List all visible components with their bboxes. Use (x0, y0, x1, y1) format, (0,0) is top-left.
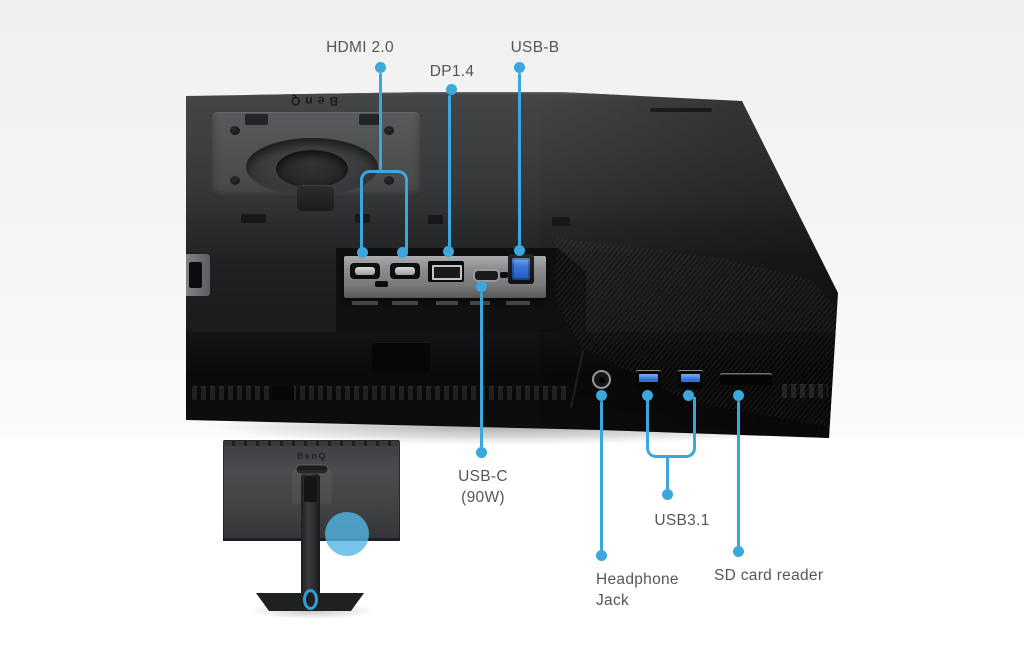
usb-c-port (473, 269, 500, 282)
usb-c-callout-line (480, 292, 483, 448)
vent-ribs-right (782, 384, 828, 398)
monitor-top-edge (186, 92, 742, 95)
vent-rib-gap (272, 386, 294, 400)
usb31-port1-dot (642, 390, 653, 401)
port-label-engraving (436, 301, 458, 305)
monitor-bottom-band (186, 332, 838, 438)
vesa-screw-hole (230, 126, 240, 135)
usb31-callout-bracket (646, 397, 696, 458)
sd-card-slot (720, 373, 772, 385)
kensington-lock-bracket (186, 254, 210, 296)
displayport-contact (432, 265, 462, 280)
headphone-callout-dot (596, 550, 607, 561)
benq-logo-upside-down: BenQ (286, 94, 339, 108)
port-label-engraving (392, 301, 418, 305)
monitor-mid-surface (186, 220, 838, 252)
usb-a-port-1-tongue (639, 374, 658, 382)
hdmi-latch-slot (375, 281, 388, 287)
hdmi-port-2-contact (395, 267, 415, 275)
usb31-label: USB3.1 (654, 512, 710, 529)
usb-b-callout-dot (514, 62, 525, 73)
vesa-screw-hole (230, 176, 240, 185)
vesa-tab-right (359, 114, 382, 125)
dp-port-dot (443, 246, 454, 257)
displayport-port (428, 261, 464, 282)
sd-port-dot (733, 390, 744, 401)
usb-a-port-1 (636, 370, 661, 389)
inset-cable-hole-highlight (303, 589, 318, 610)
kensington-lock-slot (189, 262, 202, 288)
usb-b-label: USB-B (510, 39, 560, 56)
vesa-screw-hole (384, 126, 394, 135)
usb31-callout-stem (666, 455, 669, 490)
headphone-port-dot (596, 390, 607, 401)
sd-callout-line (737, 401, 740, 547)
headphone-label-line1: Headphone (596, 571, 679, 588)
usb-b-contact (512, 258, 530, 280)
inset-highlight-circle (325, 512, 369, 556)
dp-label: DP1.4 (429, 63, 475, 80)
inset-stand-hinge (304, 476, 317, 502)
usb31-callout-dot (662, 489, 673, 500)
dp-callout-dot (446, 84, 457, 95)
sd-label: SD card reader (714, 567, 824, 584)
top-vent-dash (650, 108, 712, 112)
inset-stand-column (301, 474, 320, 598)
port-label-engraving (506, 301, 530, 305)
usb31-port2-dot (683, 390, 694, 401)
service-slot (500, 272, 508, 278)
hdmi-port-2 (390, 263, 420, 279)
mount-hook (428, 215, 443, 224)
hdmi-port-1-contact (355, 267, 375, 275)
stand-mount-hole (276, 150, 348, 188)
vesa-tab-left (245, 114, 268, 125)
headphone-jack-hole (598, 376, 605, 383)
hdmi2-port-dot (397, 247, 408, 258)
hdmi1-port-dot (357, 247, 368, 258)
usb-b-port (508, 254, 534, 284)
hdmi-label: HDMI 2.0 (326, 39, 394, 56)
usb-c-callout-dot (476, 447, 487, 458)
hdmi-port-1 (350, 263, 380, 279)
inset-benq-logo: BenQ (296, 451, 327, 461)
sd-callout-dot (733, 546, 744, 557)
hdmi-callout-bracket (360, 170, 408, 251)
bottom-recess-slot (372, 342, 430, 372)
usb-a-port-2-tongue (681, 374, 700, 382)
inset-top-vents (223, 441, 400, 446)
hdmi-callout-line (379, 73, 382, 170)
usb-a-port-2 (678, 370, 703, 389)
dp-callout-line (448, 95, 451, 247)
headphone-label-line2: Jack (596, 592, 630, 609)
port-label-engraving (352, 301, 378, 305)
mount-hook (241, 214, 266, 223)
headphone-label: Headphone Jack (596, 569, 679, 611)
headphone-callout-line (600, 401, 603, 551)
usb-c-port-dot (476, 281, 487, 292)
usb-b-callout-line (518, 73, 521, 246)
usb-c-label-line1: USB-C (458, 468, 508, 485)
vent-ribs-left (192, 386, 570, 400)
headphone-jack-port (592, 370, 611, 389)
usb-b-port-dot (514, 245, 525, 256)
stand-release-clip (297, 185, 334, 211)
hdmi-callout-dot (375, 62, 386, 73)
usb-c-label-line2: (90W) (461, 489, 505, 506)
mount-hook (552, 217, 570, 226)
vesa-screw-hole (384, 176, 394, 185)
inset-handle-slot (295, 464, 329, 475)
usb-c-label: USB-C (90W) (433, 466, 533, 508)
